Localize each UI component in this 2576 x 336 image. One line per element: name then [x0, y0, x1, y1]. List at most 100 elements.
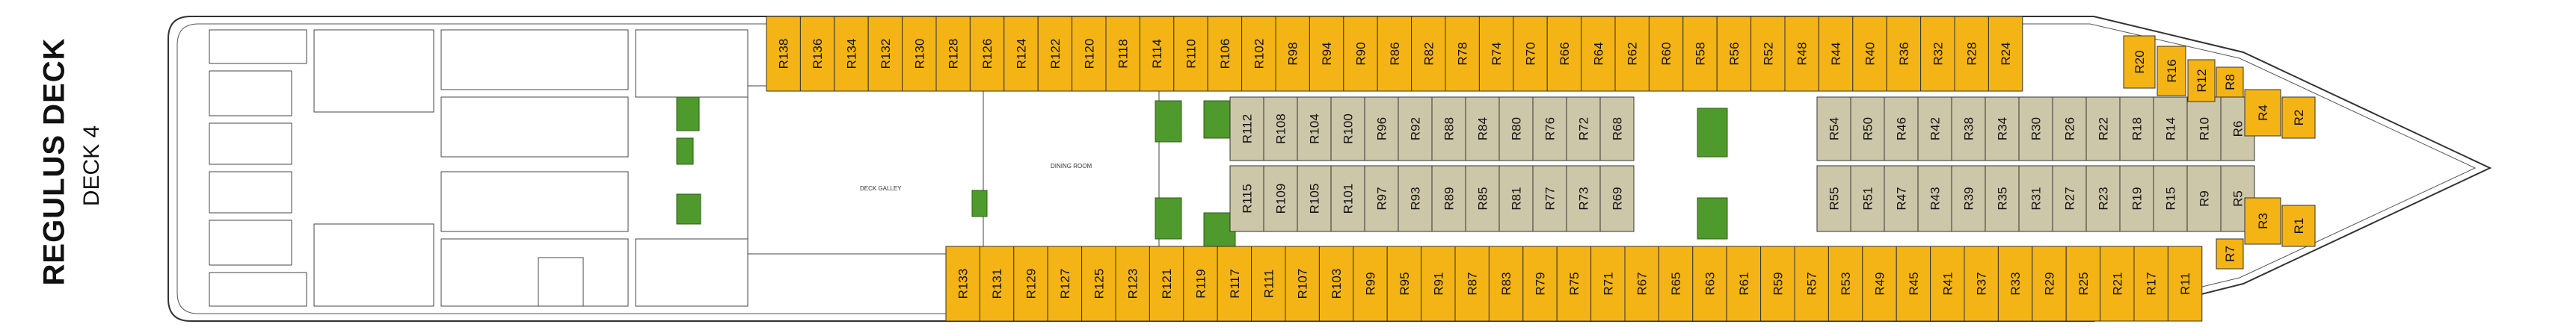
- cabin-r2[interactable]: R2: [2281, 96, 2316, 139]
- cabin-r68[interactable]: R68: [1599, 96, 1635, 161]
- cabin-r91[interactable]: R91: [1421, 246, 1456, 322]
- cabin-r65[interactable]: R65: [1658, 246, 1694, 322]
- cabin-r79[interactable]: R79: [1522, 246, 1558, 322]
- cabin-r131[interactable]: R131: [979, 246, 1015, 322]
- cabin-r115[interactable]: R115: [1229, 165, 1264, 232]
- cabin-r72[interactable]: R72: [1566, 96, 1601, 161]
- cabin-r16[interactable]: R16: [2157, 46, 2186, 96]
- cabin-r41[interactable]: R41: [1930, 246, 1965, 322]
- cabin-r70[interactable]: R70: [1513, 16, 1548, 92]
- cabin-r38[interactable]: R38: [1951, 96, 1986, 161]
- cabin-r95[interactable]: R95: [1386, 246, 1422, 322]
- cabin-r11[interactable]: R11: [2167, 246, 2203, 322]
- cabin-r138[interactable]: R138: [766, 16, 801, 92]
- cabin-r102[interactable]: R102: [1241, 16, 1276, 92]
- cabin-r93[interactable]: R93: [1398, 165, 1433, 232]
- cabin-r29[interactable]: R29: [2032, 246, 2067, 322]
- cabin-r97[interactable]: R97: [1364, 165, 1399, 232]
- cabin-r106[interactable]: R106: [1207, 16, 1243, 92]
- cabin-r120[interactable]: R120: [1072, 16, 1107, 92]
- cabin-r89[interactable]: R89: [1431, 165, 1466, 232]
- cabin-r7[interactable]: R7: [2216, 238, 2244, 270]
- cabin-r18[interactable]: R18: [2119, 96, 2154, 161]
- cabin-r99[interactable]: R99: [1353, 246, 1388, 322]
- cabin-r81[interactable]: R81: [1498, 165, 1534, 232]
- cabin-r55[interactable]: R55: [1816, 165, 1851, 232]
- cabin-r62[interactable]: R62: [1614, 16, 1650, 92]
- cabin-r122[interactable]: R122: [1037, 16, 1073, 92]
- cabin-r25[interactable]: R25: [2065, 246, 2101, 322]
- cabin-r103[interactable]: R103: [1318, 246, 1354, 322]
- cabin-r59[interactable]: R59: [1760, 246, 1795, 322]
- cabin-r23[interactable]: R23: [2085, 165, 2121, 232]
- cabin-r108[interactable]: R108: [1263, 96, 1298, 161]
- cabin-r44[interactable]: R44: [1818, 16, 1854, 92]
- cabin-r88[interactable]: R88: [1431, 96, 1466, 161]
- cabin-r78[interactable]: R78: [1445, 16, 1480, 92]
- cabin-r21[interactable]: R21: [2100, 246, 2135, 322]
- cabin-r96[interactable]: R96: [1364, 96, 1399, 161]
- cabin-r42[interactable]: R42: [1917, 96, 1952, 161]
- cabin-r73[interactable]: R73: [1566, 165, 1601, 232]
- cabin-r3[interactable]: R3: [2244, 197, 2281, 245]
- cabin-r124[interactable]: R124: [1003, 16, 1039, 92]
- cabin-r109[interactable]: R109: [1263, 165, 1298, 232]
- cabin-r14[interactable]: R14: [2153, 96, 2188, 161]
- cabin-r101[interactable]: R101: [1330, 165, 1365, 232]
- cabin-r105[interactable]: R105: [1297, 165, 1332, 232]
- cabin-r112[interactable]: R112: [1229, 96, 1264, 161]
- cabin-r98[interactable]: R98: [1275, 16, 1310, 92]
- cabin-r69[interactable]: R69: [1599, 165, 1635, 232]
- cabin-r110[interactable]: R110: [1173, 16, 1208, 92]
- cabin-r40[interactable]: R40: [1852, 16, 1887, 92]
- cabin-r123[interactable]: R123: [1115, 246, 1150, 322]
- cabin-r46[interactable]: R46: [1884, 96, 1919, 161]
- cabin-r54[interactable]: R54: [1816, 96, 1851, 161]
- cabin-r71[interactable]: R71: [1590, 246, 1626, 322]
- cabin-r12[interactable]: R12: [2187, 59, 2216, 102]
- cabin-r20[interactable]: R20: [2123, 35, 2156, 89]
- cabin-r19[interactable]: R19: [2119, 165, 2154, 232]
- cabin-r33[interactable]: R33: [1997, 246, 2033, 322]
- cabin-r118[interactable]: R118: [1105, 16, 1140, 92]
- cabin-r43[interactable]: R43: [1917, 165, 1952, 232]
- cabin-r77[interactable]: R77: [1532, 165, 1567, 232]
- cabin-r111[interactable]: R111: [1251, 246, 1286, 322]
- cabin-r34[interactable]: R34: [1985, 96, 2020, 161]
- cabin-r9[interactable]: R9: [2186, 165, 2222, 232]
- cabin-r51[interactable]: R51: [1850, 165, 1885, 232]
- cabin-r64[interactable]: R64: [1581, 16, 1616, 92]
- cabin-r47[interactable]: R47: [1884, 165, 1919, 232]
- cabin-r134[interactable]: R134: [834, 16, 869, 92]
- cabin-r130[interactable]: R130: [902, 16, 937, 92]
- cabin-r87[interactable]: R87: [1454, 246, 1490, 322]
- cabin-r28[interactable]: R28: [1954, 16, 1989, 92]
- cabin-r32[interactable]: R32: [1920, 16, 1955, 92]
- cabin-r48[interactable]: R48: [1784, 16, 1819, 92]
- cabin-r30[interactable]: R30: [2018, 96, 2053, 161]
- cabin-r8[interactable]: R8: [2216, 66, 2244, 98]
- cabin-r57[interactable]: R57: [1794, 246, 1829, 322]
- cabin-r80[interactable]: R80: [1498, 96, 1534, 161]
- cabin-r129[interactable]: R129: [1013, 246, 1048, 322]
- cabin-r36[interactable]: R36: [1886, 16, 1922, 92]
- cabin-r132[interactable]: R132: [867, 16, 903, 92]
- cabin-r100[interactable]: R100: [1330, 96, 1365, 161]
- cabin-r35[interactable]: R35: [1985, 165, 2020, 232]
- cabin-r133[interactable]: R133: [945, 246, 980, 322]
- cabin-r26[interactable]: R26: [2052, 96, 2087, 161]
- cabin-r86[interactable]: R86: [1377, 16, 1413, 92]
- cabin-r10[interactable]: R10: [2186, 96, 2222, 161]
- cabin-r104[interactable]: R104: [1297, 96, 1332, 161]
- cabin-r121[interactable]: R121: [1149, 246, 1184, 322]
- cabin-r74[interactable]: R74: [1478, 16, 1514, 92]
- cabin-r15[interactable]: R15: [2153, 165, 2188, 232]
- cabin-r22[interactable]: R22: [2085, 96, 2121, 161]
- cabin-r117[interactable]: R117: [1217, 246, 1252, 322]
- cabin-r67[interactable]: R67: [1624, 246, 1659, 322]
- cabin-r17[interactable]: R17: [2133, 246, 2168, 322]
- cabin-r1[interactable]: R1: [2281, 205, 2316, 247]
- cabin-r24[interactable]: R24: [1988, 16, 2023, 92]
- cabin-r90[interactable]: R90: [1343, 16, 1378, 92]
- cabin-r53[interactable]: R53: [1828, 246, 1863, 322]
